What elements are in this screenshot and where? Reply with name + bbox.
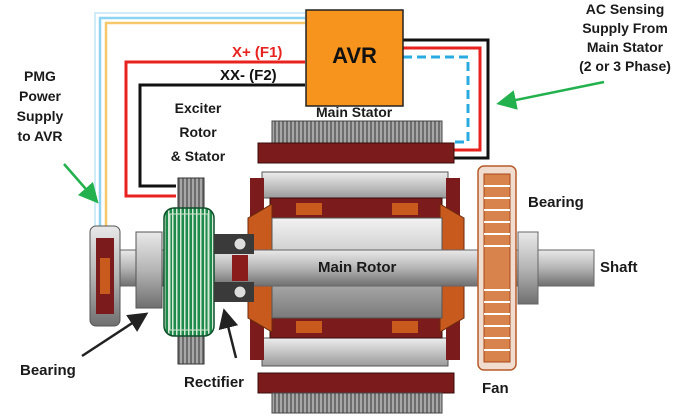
- ac-sensing-label: AC Sensing Supply From Main Stator (2 or…: [579, 1, 671, 74]
- main-stator-top: [257, 120, 455, 164]
- f1-label: X+ (F1): [232, 44, 283, 61]
- main-stator-bottom: [257, 372, 455, 414]
- bearing-right-hub: [517, 231, 539, 305]
- field-wires: [124, 60, 305, 198]
- fan-label: Fan: [482, 380, 509, 397]
- main-stator-label: Main Stator: [316, 104, 393, 120]
- pmg-supply-wires: [94, 12, 305, 232]
- rectifier-label: Rectifier: [184, 374, 245, 391]
- avr-label: AVR: [332, 43, 377, 68]
- avr-box: [305, 9, 404, 107]
- exciter: [163, 177, 215, 365]
- pmg-label: PMG Power Supply to AVR: [16, 68, 64, 144]
- bearing-left: [135, 231, 163, 309]
- bearing-right-label: Bearing: [528, 194, 584, 211]
- fan: [477, 165, 517, 371]
- rectifier-assembly: [214, 234, 254, 302]
- pmg-unit: [89, 225, 121, 327]
- shaft-label: Shaft: [600, 259, 638, 276]
- exciter-label: Exciter Rotor & Stator: [170, 100, 226, 164]
- pointer-arrows: [63, 80, 605, 359]
- ac-sensing-wires: [403, 38, 490, 160]
- bearing-left-label: Bearing: [20, 362, 76, 379]
- main-rotor-label: Main Rotor: [318, 259, 397, 276]
- f2-label: XX- (F2): [220, 67, 277, 84]
